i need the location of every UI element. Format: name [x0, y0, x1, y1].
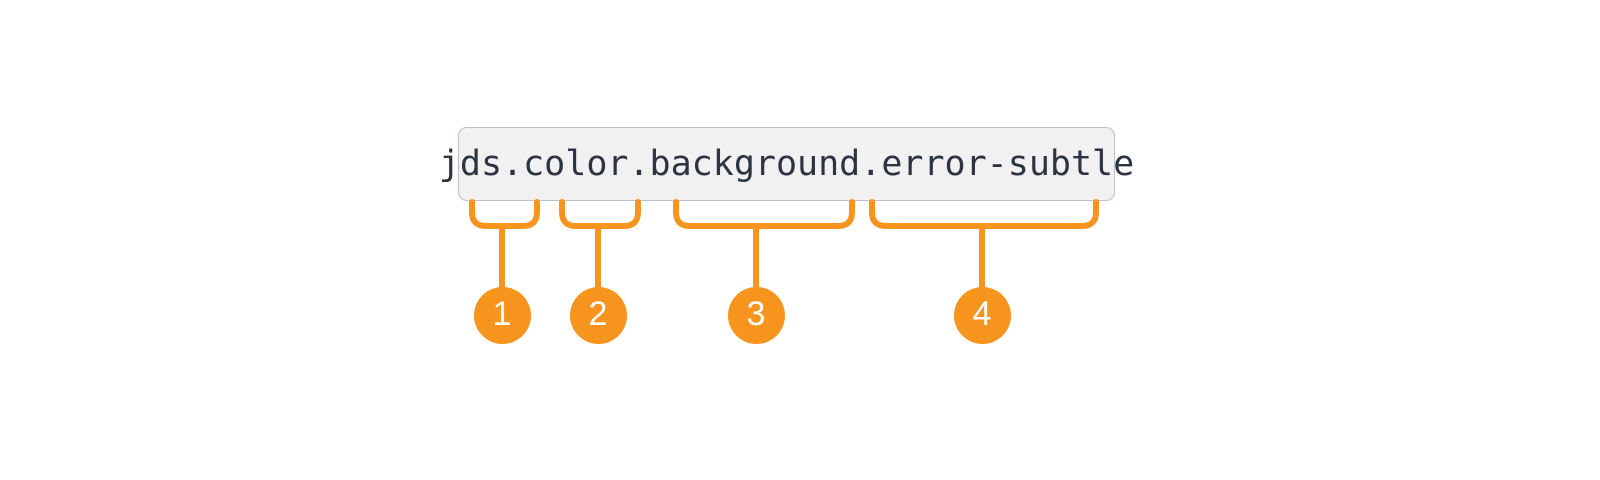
marker-label: 2 — [588, 295, 608, 333]
segment-brace-4 — [869, 199, 1099, 229]
segment-brace-2 — [559, 199, 641, 229]
marker-circle-4: 4 — [953, 286, 1011, 344]
brace-group — [469, 199, 1099, 229]
segment-brace-1 — [469, 199, 540, 229]
marker-label: 4 — [972, 295, 992, 333]
design-token-box: jds.color.background.error-subtle — [439, 127, 1134, 201]
marker-label: 3 — [746, 295, 766, 333]
stem-group — [499, 226, 985, 288]
segment-brace-3 — [673, 199, 855, 229]
marker-circle-1: 1 — [473, 286, 531, 344]
marker-circle-3: 3 — [727, 286, 785, 344]
marker-label: 1 — [492, 295, 512, 333]
marker-circle-2: 2 — [569, 286, 627, 344]
design-token-name: jds.color.background.error-subtle — [438, 143, 1135, 184]
